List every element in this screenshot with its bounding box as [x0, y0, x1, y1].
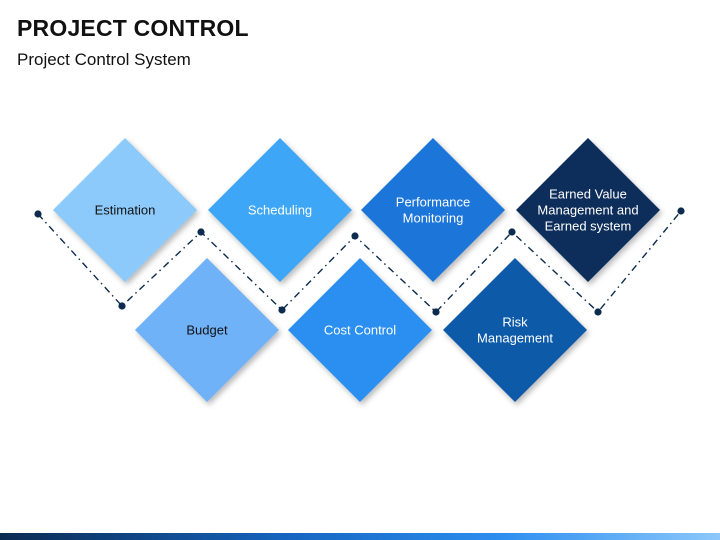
connector-dot	[677, 207, 685, 215]
diamond-budget: Budget	[135, 258, 279, 402]
connector-dot	[278, 306, 286, 314]
diamond-label-line: Earned system	[545, 219, 632, 234]
diamond-scheduling: Scheduling	[208, 138, 352, 282]
diamond-shape-risk-management	[443, 258, 587, 402]
diamond-label-line: Performance	[396, 195, 470, 210]
diamond-label-cost-control: Cost Control	[324, 323, 396, 338]
diamond-shape-scheduling	[208, 138, 352, 282]
diamond-label-line: Management and	[537, 203, 638, 218]
diamond-label-line: Earned Value	[549, 187, 627, 202]
diamond-label-line: Estimation	[95, 203, 156, 218]
diamond-label-line: Cost Control	[324, 323, 396, 338]
connector-dot	[432, 308, 440, 316]
page-subtitle: Project Control System	[17, 50, 191, 69]
diamond-shape-budget	[135, 258, 279, 402]
diamond-estimation: Estimation	[53, 138, 197, 282]
diamond-label-scheduling: Scheduling	[248, 203, 312, 218]
diamond-shape-performance-monitoring	[361, 138, 505, 282]
diamond-label-line: Scheduling	[248, 203, 312, 218]
bottom-accent-bar	[0, 533, 720, 540]
diamond-label-budget: Budget	[186, 323, 228, 338]
diamond-shape-estimation	[53, 138, 197, 282]
diamond-label-line: Management	[477, 331, 553, 346]
diamond-shape-earned-value	[516, 138, 660, 282]
diamond-cost-control: Cost Control	[288, 258, 432, 402]
page-title: PROJECT CONTROL	[17, 15, 249, 41]
connector-dot	[594, 308, 602, 316]
connector-dot	[34, 210, 42, 218]
connector-dot	[197, 228, 205, 236]
diamond-label-estimation: Estimation	[95, 203, 156, 218]
connector-dot	[351, 232, 359, 240]
connector-dot	[508, 228, 516, 236]
connector-path	[34, 207, 685, 316]
diamond-shape-cost-control	[288, 258, 432, 402]
diamond-label-line: Monitoring	[403, 211, 464, 226]
diamond-label-line: Budget	[186, 323, 228, 338]
connector-dot	[118, 302, 126, 310]
diamond-label-line: Risk	[502, 315, 528, 330]
